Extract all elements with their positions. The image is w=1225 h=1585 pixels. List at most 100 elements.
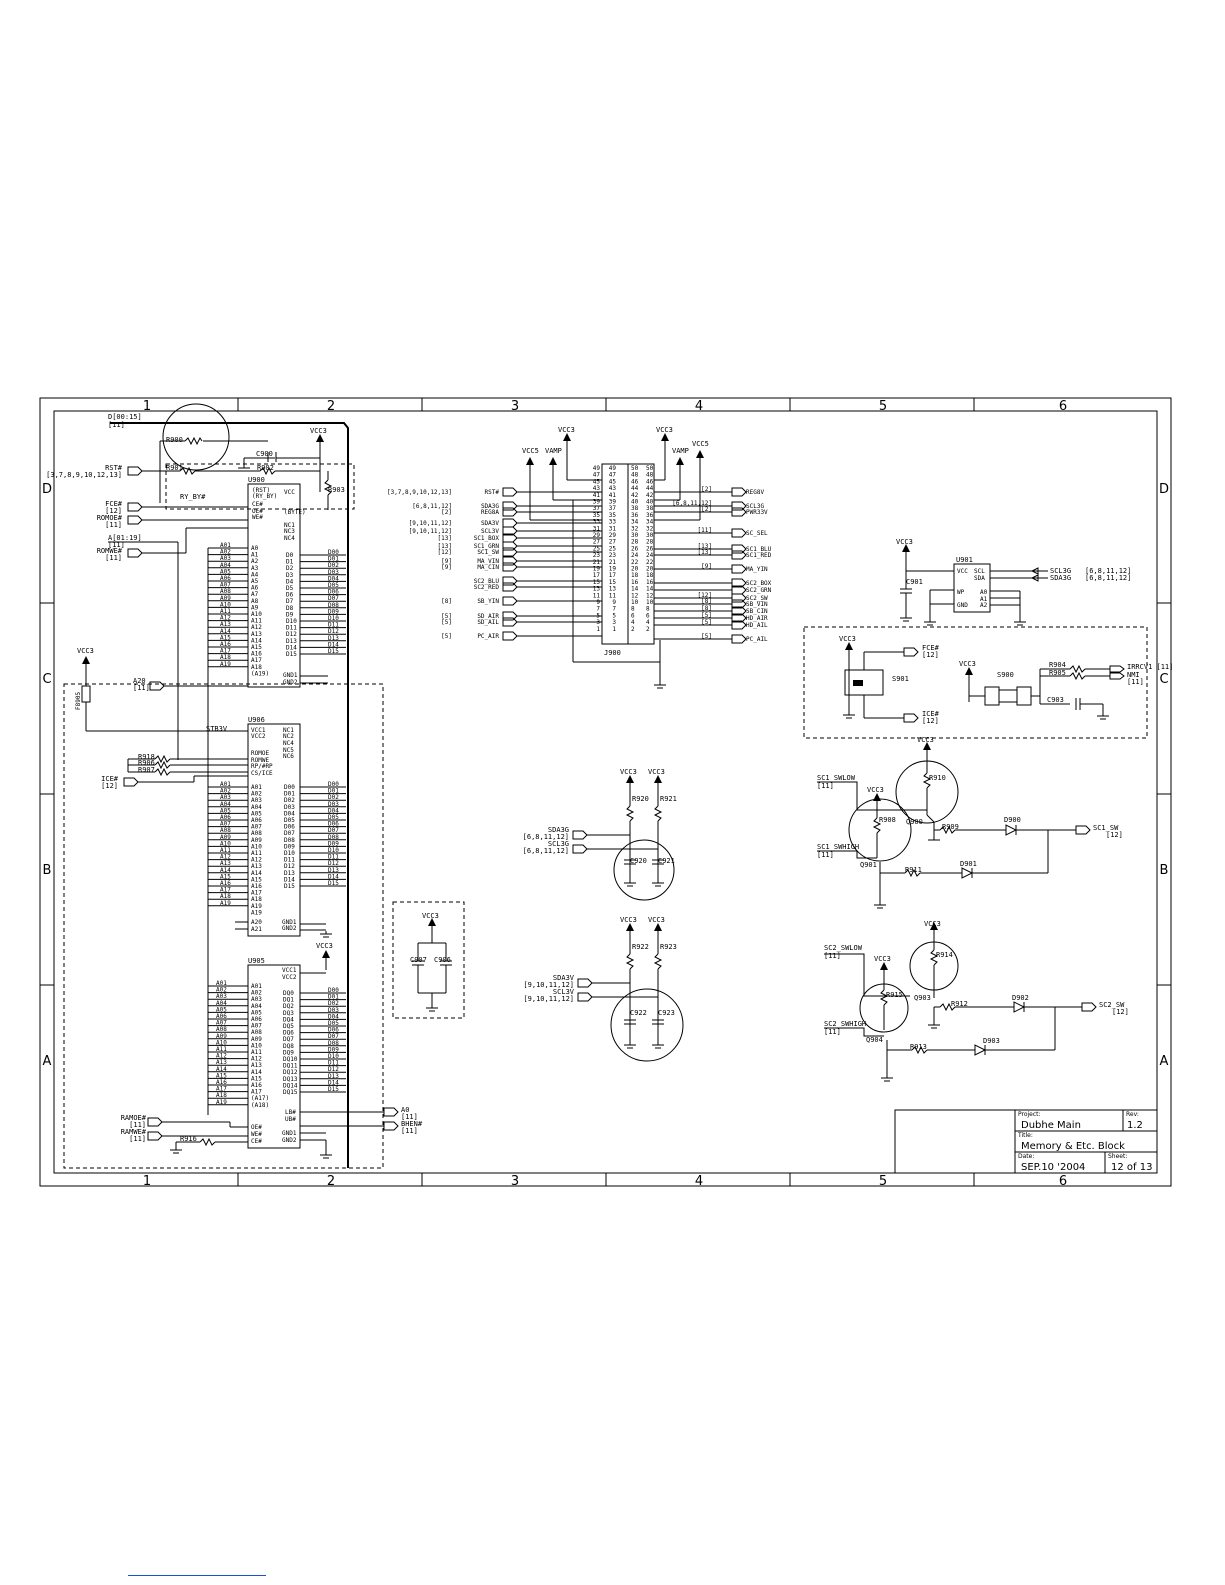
j900-pinl-47: 47 [593, 472, 601, 479]
q900-label: Q900 [906, 818, 923, 826]
sc2-low-ref: [11] [824, 952, 841, 960]
u900-pin-d3: D3 [286, 572, 294, 579]
u906-pin-d10: D10 [284, 850, 295, 857]
j900-pin-26: 26 [631, 545, 639, 552]
u900-pin-d0: D0 [286, 552, 294, 559]
svg-text:SCL: SCL [974, 568, 985, 575]
u906-pin-d13: D13 [284, 870, 295, 877]
u906-pin-a18: A19 [251, 903, 262, 910]
u905-vcc2: VCC2 [282, 974, 297, 981]
u905-dnet-10: D10 [328, 1053, 339, 1060]
j900-pinl-45: 45 [593, 478, 601, 485]
u905-anet-8: A09 [216, 1033, 227, 1040]
row-label-A: A [43, 1054, 52, 1069]
conn-left-net-14: SD_AIL [477, 619, 499, 626]
u900-pin-a18: A18 [251, 664, 262, 671]
r916-label: R916 [180, 1135, 197, 1143]
u905-anet-15: A16 [216, 1079, 227, 1086]
u905-dq9: DQ9 [283, 1049, 294, 1056]
j900-pin-41: 41 [609, 492, 617, 499]
sc1-high-label: SC1_SWHIGH [817, 843, 859, 851]
vcc3-i2c3: VCC3 [620, 916, 637, 924]
u900-anet-7: A08 [220, 588, 231, 595]
u905-dnet-14: D14 [328, 1079, 339, 1086]
u905-anet-12: A13 [216, 1059, 227, 1066]
addr-label: A[01:19] [108, 534, 142, 542]
col-label-3-bottom: 3 [511, 1174, 519, 1189]
u905-a15: A16 [251, 1082, 262, 1089]
u906-pin-d1: D01 [284, 791, 295, 798]
u900-dnet-4: D04 [328, 575, 339, 582]
u905-a12: A13 [251, 1062, 262, 1069]
j900-pinr-42: 42 [646, 492, 654, 499]
u905-dnet-9: D09 [328, 1046, 339, 1053]
u906-dnet-5: D05 [328, 814, 339, 821]
u900-anet-18: A19 [220, 661, 231, 668]
j900-body-right [627, 463, 655, 645]
j900-pin-21: 21 [609, 559, 617, 566]
u905-ref: U905 [248, 957, 265, 965]
u900-dnet-5: D05 [328, 582, 339, 589]
j900-pinl-9: 9 [596, 599, 600, 606]
port-bhen [383, 1121, 399, 1131]
u900-body [247, 483, 301, 688]
u906-pin-a13: A14 [251, 870, 262, 877]
ramwe-label: RAMWE# [121, 1128, 147, 1136]
title-label: Title: [1017, 1132, 1033, 1139]
conn-right-net-10: SB_VIN [746, 601, 768, 608]
j900-pinr-48: 48 [646, 472, 654, 479]
rst-label: RST# [105, 464, 123, 472]
memory-section: D[00:15] [11] R900 C900 VCC3 RST# [3,7,8… [46, 403, 465, 1169]
j900-pin-11: 11 [609, 592, 617, 599]
u900-anet-14: A15 [220, 634, 231, 641]
u905-dnet-4: D04 [328, 1013, 339, 1020]
u905-anet-1: A02 [216, 987, 227, 994]
conn-right-net-0: REG8V [746, 489, 764, 496]
u906-anet-3: A04 [220, 801, 231, 808]
u906-pin-a9: A10 [251, 843, 262, 850]
ice-ref: [12] [101, 782, 118, 790]
j900-pinl-7: 7 [596, 606, 600, 613]
conn-right-ref-0: [2] [701, 486, 712, 493]
scl3v-ref: [9,10,11,12] [523, 995, 574, 1003]
j900-pinl-41: 41 [593, 492, 601, 499]
j900-pin-31: 31 [609, 525, 617, 532]
vcc3-i2c1: VCC3 [620, 768, 637, 776]
u905-dq1: DQ1 [283, 997, 294, 1004]
ramoe-ref: [11] [129, 1121, 146, 1129]
r907-label: R907 [138, 766, 155, 774]
bus-label: D[00:15] [108, 413, 142, 421]
j900-pinr-26: 26 [646, 545, 654, 552]
ice-sw-label: ICE# [922, 710, 940, 718]
u905-dq0: DQ0 [283, 990, 294, 997]
u906-dnet-0: D00 [328, 781, 339, 788]
u905-anet-18: A19 [216, 1099, 227, 1106]
u906-pin-7: ROMOE [251, 750, 269, 757]
svg-text:VCC: VCC [957, 568, 968, 575]
r904-label: R904 [1049, 661, 1066, 669]
conn-left-net-10: SC2_BLU [474, 578, 500, 585]
j900-pinr-30: 30 [646, 532, 654, 539]
sc1-sw-ref: [12] [1106, 831, 1123, 839]
u900-ref: U900 [248, 476, 265, 484]
u906-anet-5: A06 [220, 814, 231, 821]
u905-anet-6: A07 [216, 1020, 227, 1027]
port-ice-sw [903, 713, 919, 723]
col-label-5-bottom: 5 [879, 1174, 887, 1189]
u905-dq4: DQ4 [283, 1016, 294, 1023]
u906-body [247, 723, 301, 937]
u905-a13: A14 [251, 1069, 262, 1076]
conn-right-net-13: HD_AIL [746, 622, 768, 629]
j900-pinr-18: 18 [646, 572, 654, 579]
eeprom-scl-ref: [6,8,11,12] [1085, 567, 1131, 575]
j900-pin-17: 17 [609, 572, 617, 579]
u905-dnet-0: D00 [328, 987, 339, 994]
u905-dnet-12: D12 [328, 1066, 339, 1073]
col-label-2-bottom: 2 [327, 1174, 335, 1189]
irrcv-label: IRRCV1 [11] [1127, 663, 1173, 671]
u900-pin-9: NC4 [284, 535, 295, 542]
data-bus-trunk [110, 422, 349, 1168]
u906-dnet-14: D14 [328, 873, 339, 880]
j900-pin-15: 15 [609, 579, 617, 586]
